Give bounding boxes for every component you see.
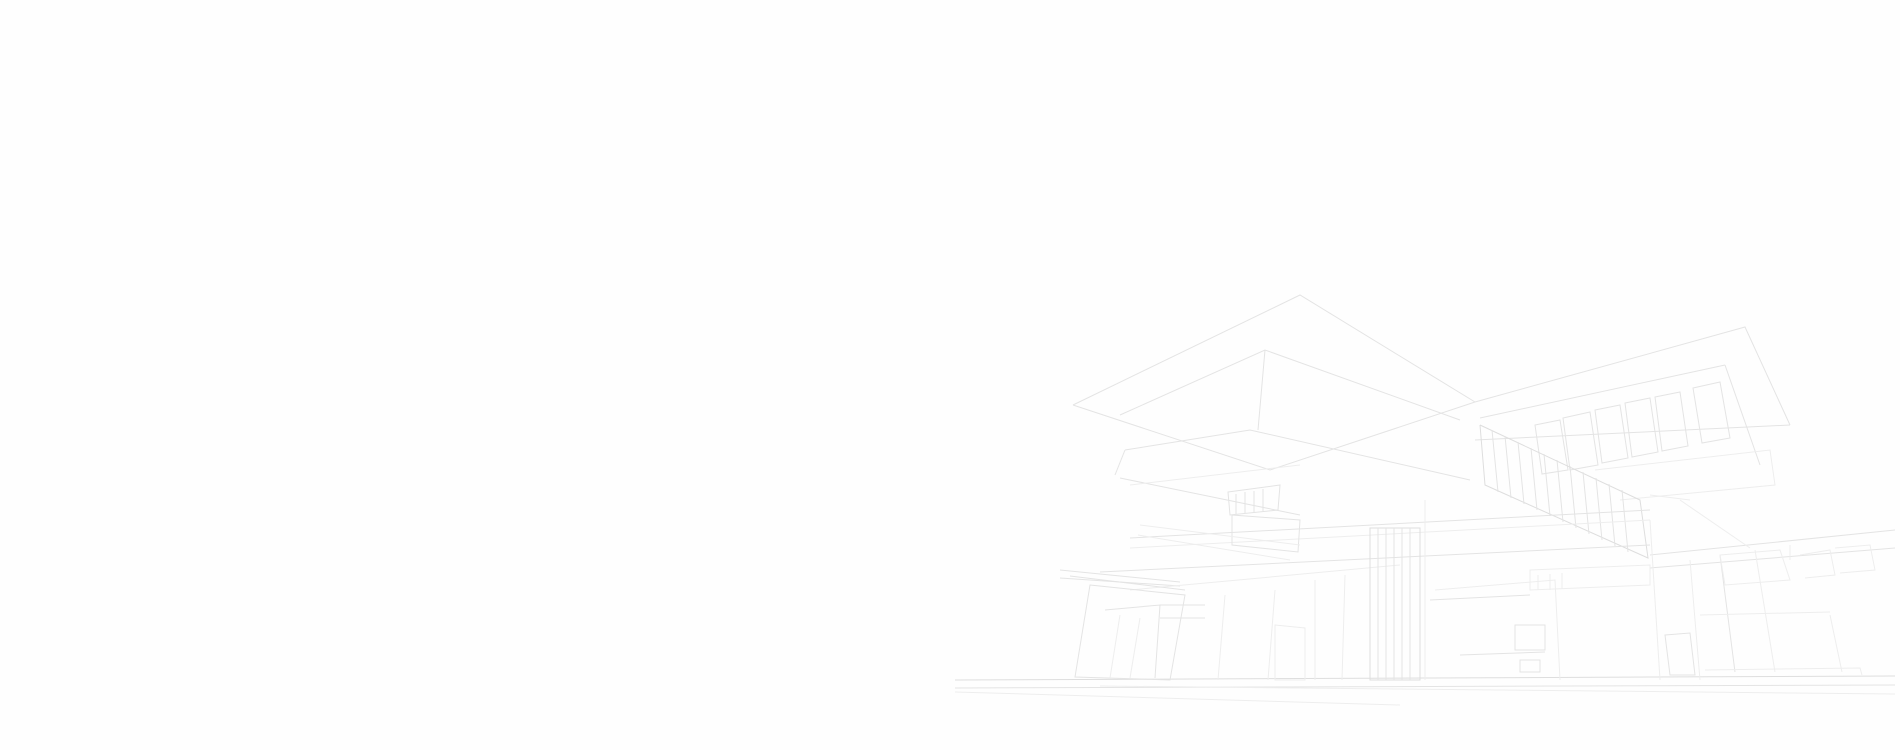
hero-background [954,294,1896,706]
building-wireframe-illustration [954,294,1896,706]
